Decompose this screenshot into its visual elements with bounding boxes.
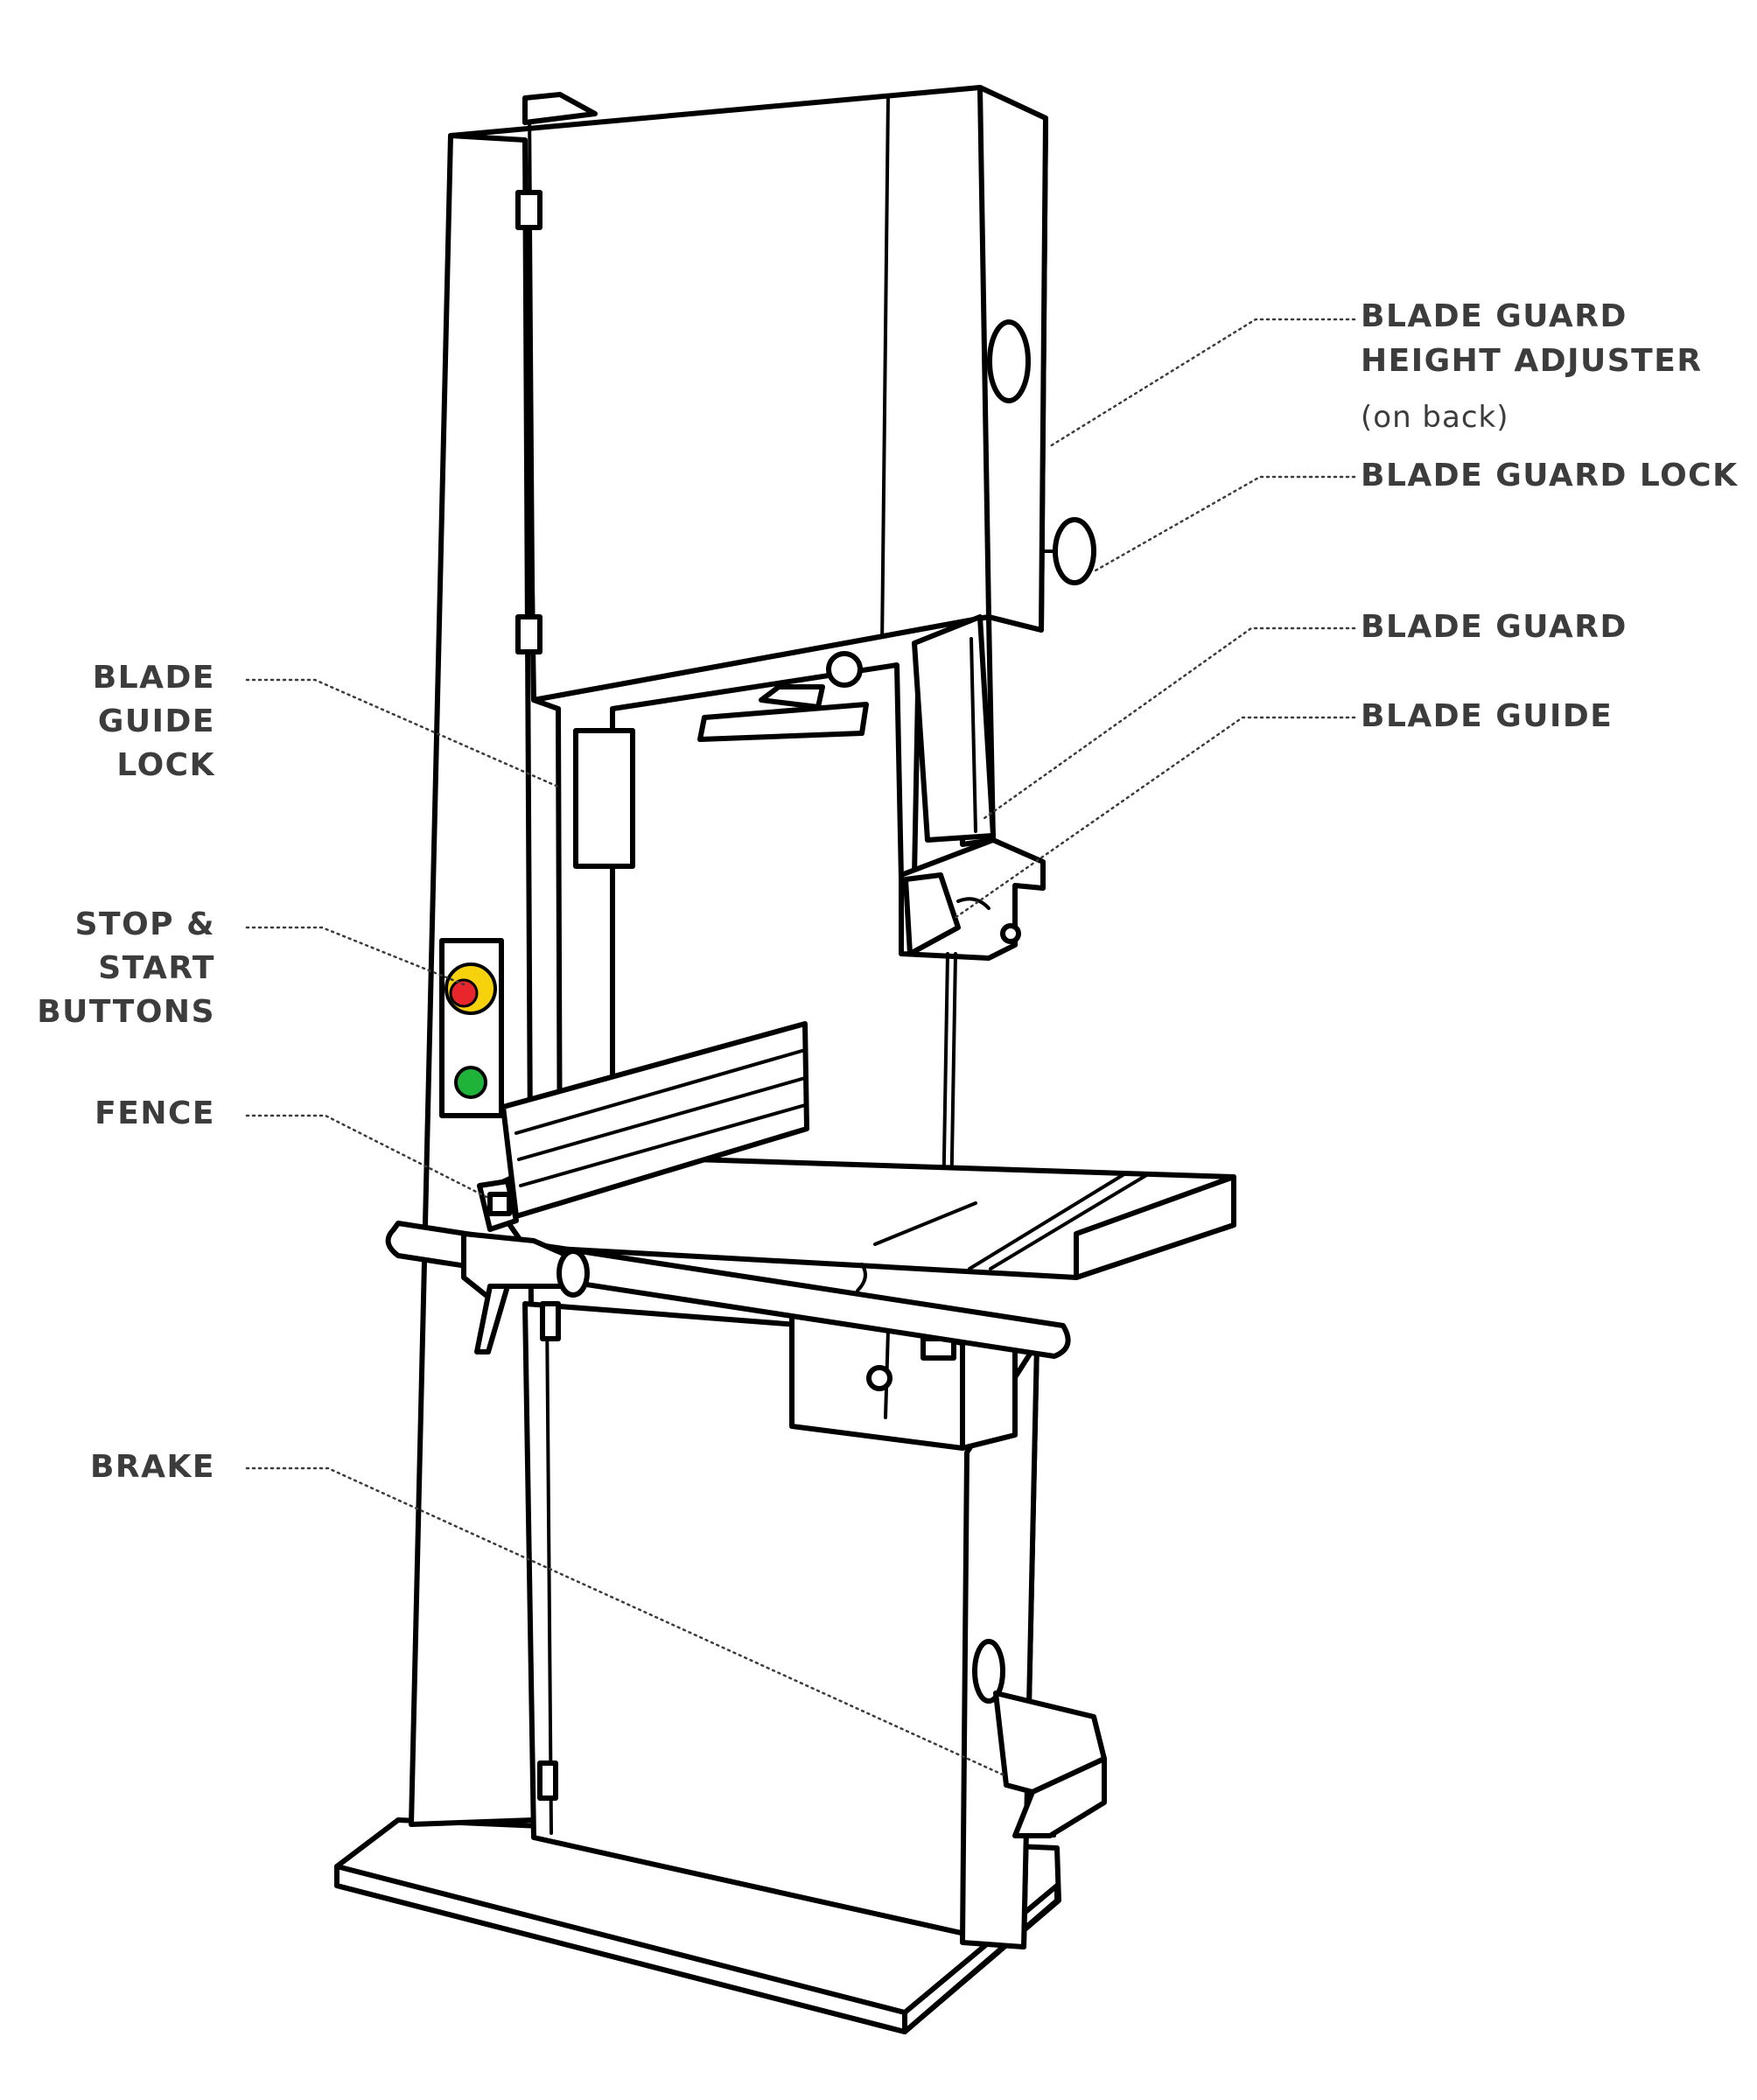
leader-guard-lock (1094, 475, 1356, 572)
label-blade-guide-lock-line3: LOCK (116, 747, 215, 783)
fence-rail (385, 1221, 1071, 1359)
label-blade-guide-lock-line2: GUIDE (98, 704, 215, 739)
label-stop-start-line3: BUTTONS (37, 994, 215, 1030)
leader-blade-guide (952, 716, 1356, 920)
label-fence: FENCE (94, 1096, 215, 1131)
lower-cabinet (522, 1301, 1040, 1950)
lower-door-hinge-top (540, 1301, 561, 1341)
label-brake: BRAKE (90, 1449, 215, 1485)
saw-table (483, 1152, 1236, 1451)
upper-door-hinge-top (515, 190, 542, 230)
leader-brake (245, 1466, 1008, 1778)
leader-lines (245, 318, 1356, 1778)
label-height-adjuster-line1: BLADE GUARD (1361, 298, 1628, 334)
leader-height-adjuster (1048, 318, 1356, 448)
stop-button (449, 978, 479, 1008)
rip-fence (477, 1021, 809, 1232)
label-height-adjuster-note: (on back) (1361, 400, 1509, 435)
leader-fence (245, 1114, 492, 1200)
label-blade-guard-lock: BLADE GUARD LOCK (1361, 458, 1739, 494)
label-stop-start-line2: START (98, 950, 215, 986)
label-height-adjuster-line2: HEIGHT ADJUSTER (1361, 343, 1703, 379)
callout-labels: BLADE GUARD HEIGHT ADJUSTER (on back) BL… (37, 298, 1739, 1485)
upper-wheel-housing (448, 85, 1096, 703)
upper-door-hinge-bottom (515, 614, 542, 654)
label-stop-start-line1: STOP & (75, 906, 215, 942)
lower-door-hinge-bottom (537, 1760, 558, 1801)
blade-guide-lock-housing (573, 728, 635, 869)
label-blade-guide: BLADE GUIDE (1361, 698, 1613, 734)
label-blade-guard: BLADE GUARD (1361, 609, 1628, 645)
start-button (454, 1066, 487, 1099)
brake-pedal (972, 1639, 1107, 1838)
guard-lock-knob (1053, 517, 1096, 585)
switch-panel (439, 938, 504, 1118)
leader-stop-start (245, 926, 466, 986)
leader-blade-guide-lock (245, 678, 562, 789)
leader-blade-guard (983, 626, 1356, 820)
label-blade-guide-lock-line1: BLADE (93, 660, 215, 696)
height-adjuster-knob (987, 319, 1031, 403)
